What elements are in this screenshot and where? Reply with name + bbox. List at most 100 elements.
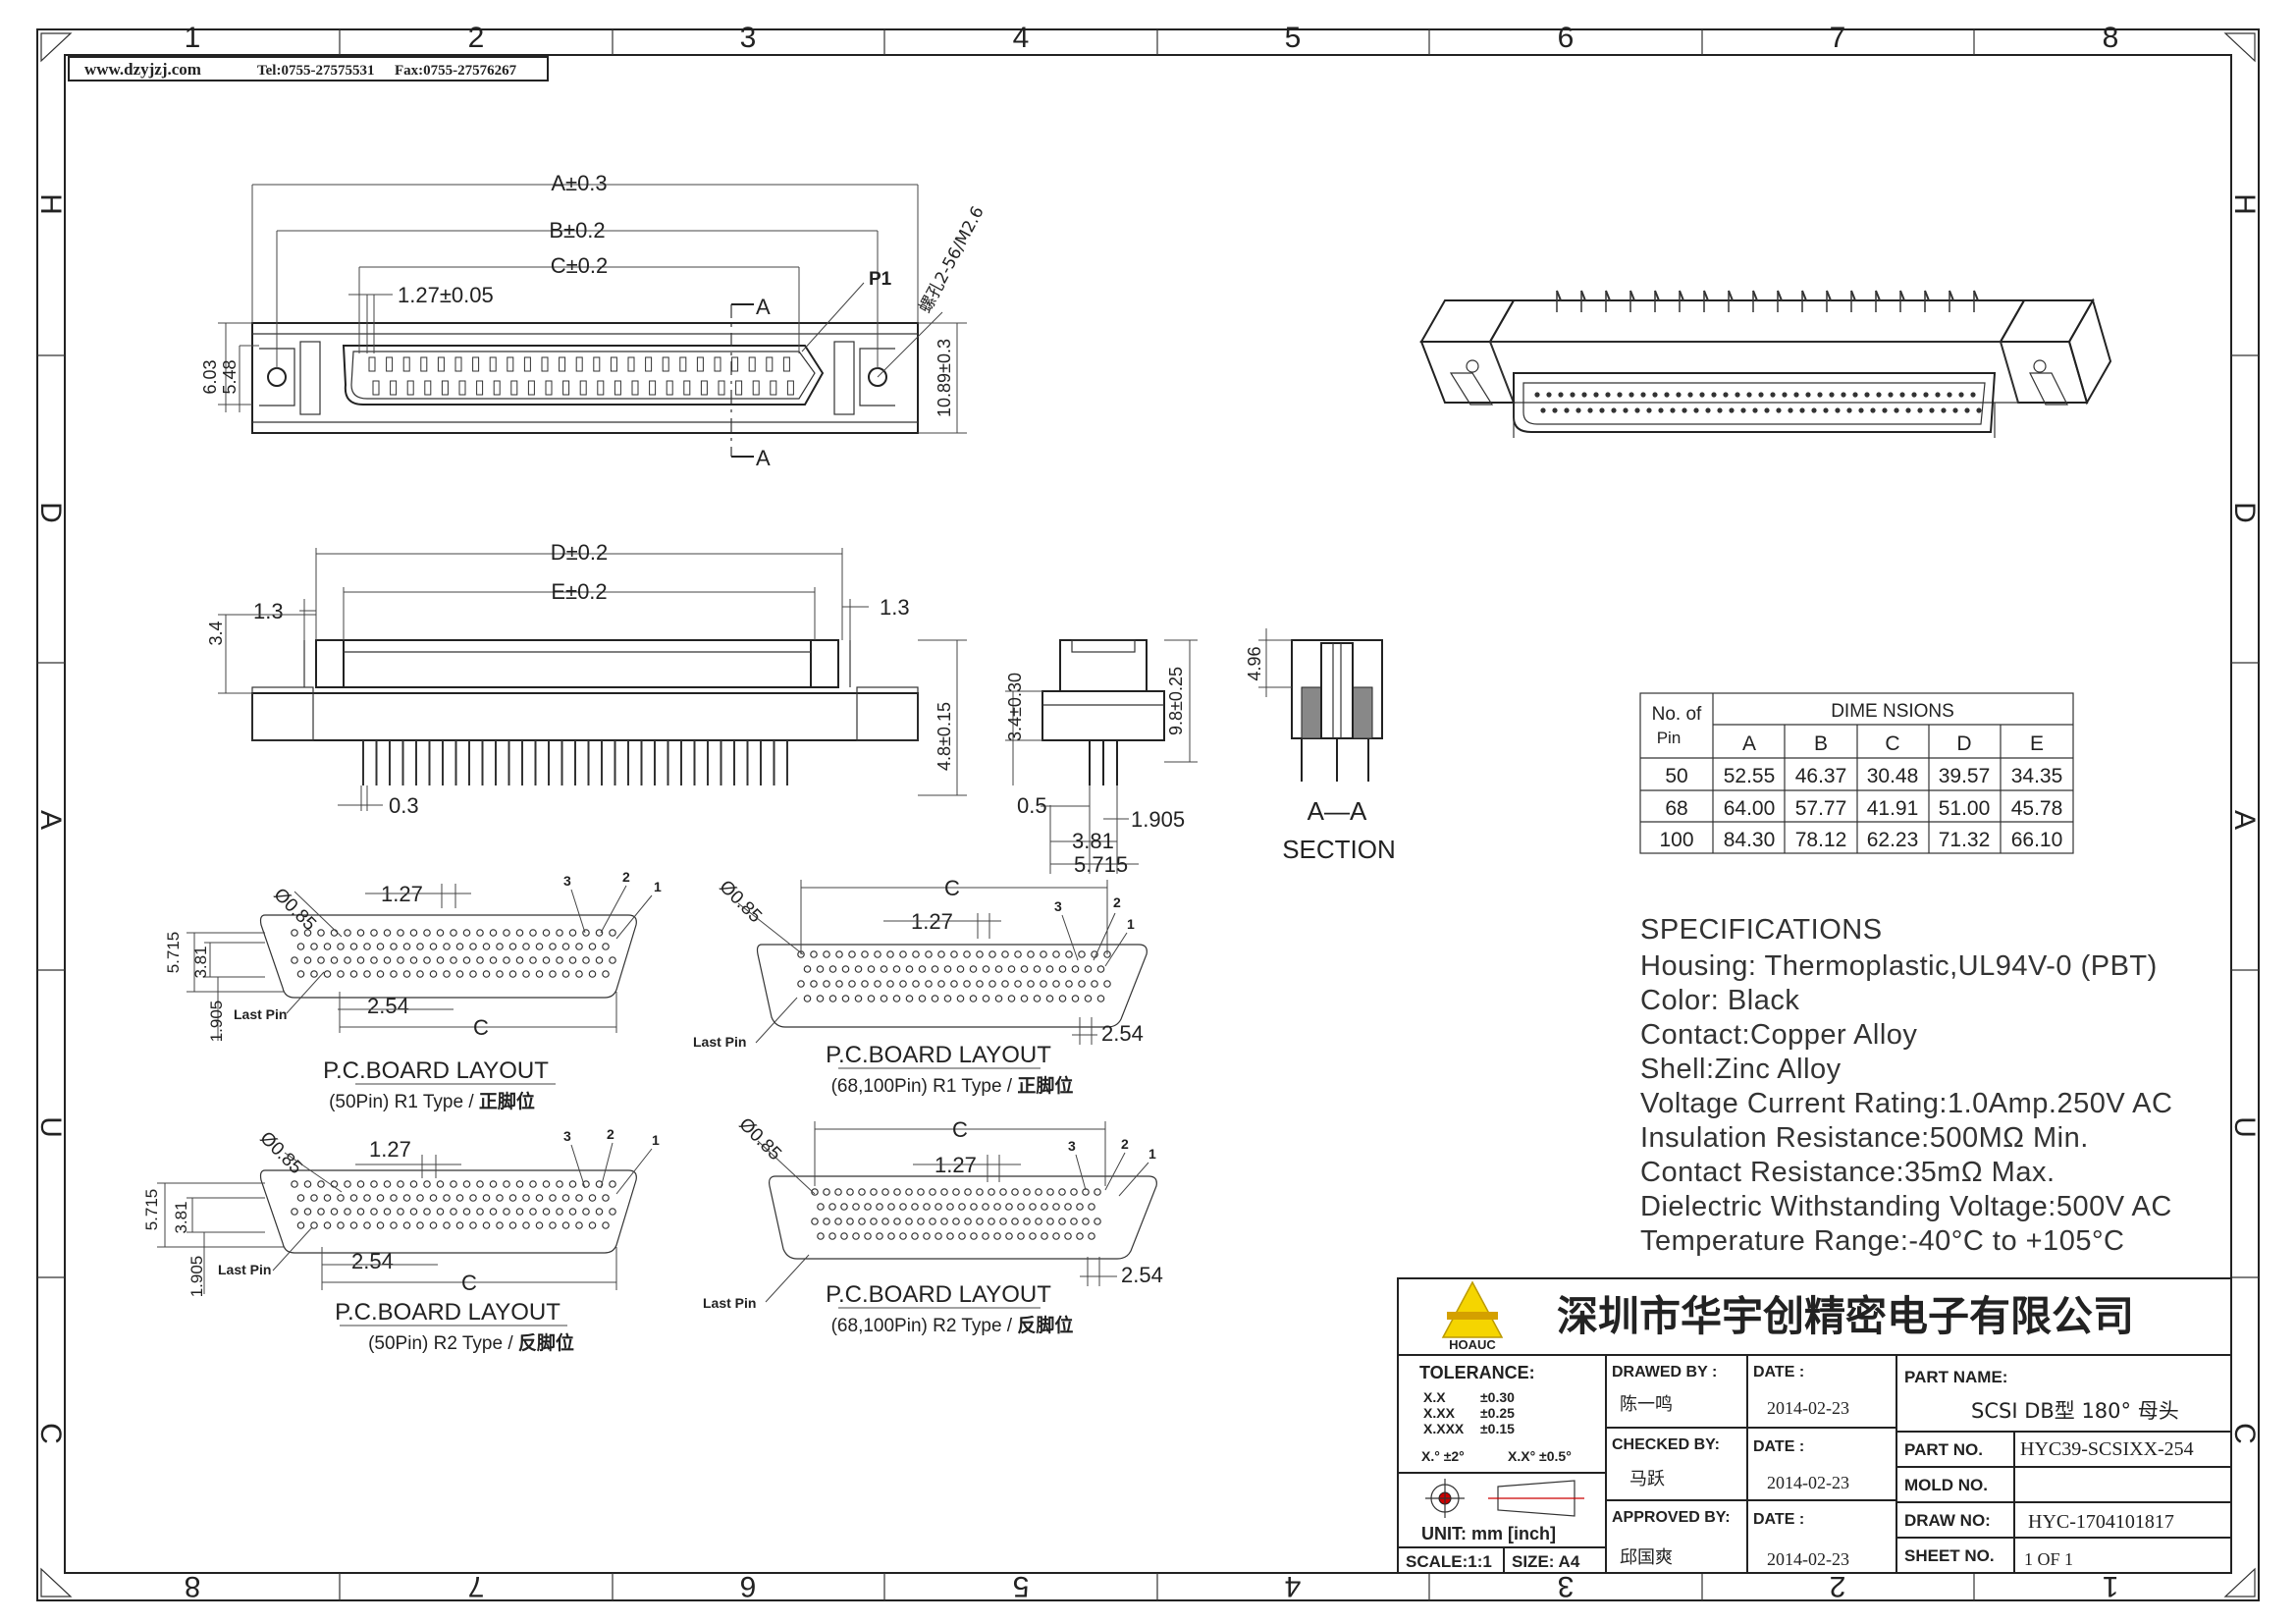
pcb-hole [861, 980, 869, 988]
pcb-hole [1011, 1218, 1019, 1225]
title-block: HOAUC 深圳市华宇创精密电子有限公司 TOLERANCE: X.X ±0.3… [1397, 1277, 2232, 1574]
pcb-hole [937, 980, 945, 988]
pcb-hole [828, 1232, 836, 1240]
pcb-hole [330, 1208, 339, 1216]
pcb-hole [416, 943, 424, 950]
front-view-contacts [368, 356, 794, 396]
pcb-hole [436, 956, 445, 964]
contact-dot [1558, 392, 1564, 398]
table-cell: 64.00 [1724, 797, 1776, 820]
contact-slot [406, 380, 414, 396]
pcb-hole [443, 1194, 451, 1202]
pcb-hole [1052, 1232, 1060, 1240]
pcb-hole [609, 1180, 616, 1188]
pcb-hole [1020, 965, 1029, 973]
pcb-hole [1045, 995, 1054, 1002]
pcb-hole [1033, 995, 1041, 1002]
pcb-hole [595, 1208, 604, 1216]
pcb3-pitch-x: 1.27 [369, 1137, 411, 1162]
pcb-hole [455, 943, 464, 950]
contact-dot [1970, 392, 1976, 398]
contact-dot [1593, 392, 1599, 398]
pcb4-holes [811, 1188, 1101, 1240]
contact-slot [593, 356, 601, 372]
contact-dot [1711, 392, 1717, 398]
end-dim-d1: 0.5 [1017, 793, 1047, 818]
contact-slot [441, 380, 449, 396]
table-cell: 71.32 [1939, 829, 1991, 851]
pcb-hole [874, 950, 881, 958]
spec-line: Contact:Copper Alloy [1640, 1019, 1917, 1051]
pcb2-subtitle: (68,100Pin) R1 Type / 正脚位 [831, 1074, 1074, 1097]
end-view: 3.4±0.30 9.8±0.25 0.5 1.905 3.81 5.715 [1005, 639, 1198, 877]
pcb-hole [934, 1203, 942, 1211]
contact-slot [782, 356, 790, 372]
table-cell: 46.37 [1795, 765, 1847, 787]
contact-dot [1611, 407, 1617, 413]
pcb-hole [1078, 950, 1086, 958]
pcb-hole [911, 1203, 919, 1211]
pcb-hole [556, 1180, 563, 1188]
pcb-hole [899, 980, 907, 988]
pcb-hole [835, 950, 843, 958]
pcb1-subtitle-prefix: (50Pin) R1 Type / [329, 1092, 479, 1112]
contact-slot [579, 380, 587, 396]
contact-dot [1823, 407, 1829, 413]
pcb-hole [436, 1208, 445, 1216]
pcb-hole [797, 980, 805, 988]
pcb-hole [1103, 980, 1111, 988]
table-cell: 39.57 [1939, 765, 1991, 787]
contact-dot [1911, 392, 1917, 398]
contact-slot [559, 356, 566, 372]
contact-dot [1534, 392, 1540, 398]
pcb1-pin-1: 1 [654, 879, 662, 894]
pcb3-row-h3: 1.905 [187, 1256, 206, 1298]
front-height-outer: 6.03 [200, 359, 220, 394]
pcb-hole [363, 1221, 371, 1229]
pcb-hole [402, 1194, 411, 1202]
pcb-hole [609, 929, 616, 937]
contact-dot [1923, 392, 1929, 398]
pcb2-pin-2: 2 [1113, 894, 1121, 910]
pcb-hole [911, 1232, 919, 1240]
pcb-hole [595, 956, 604, 964]
contact-dot [1587, 407, 1593, 413]
pcb-hole [1005, 1203, 1013, 1211]
pcb-hole [846, 1218, 854, 1225]
contact-dot [1799, 407, 1805, 413]
contact-slot [748, 356, 756, 372]
pcb-hole [535, 943, 544, 950]
pcb-hole [905, 1188, 913, 1196]
pcb-hole [841, 965, 850, 973]
pcb2-subtitle-cn: 正脚位 [1017, 1074, 1073, 1097]
contact-dot [1817, 392, 1823, 398]
pcb-hole [940, 1218, 948, 1225]
approved-by-value: 邱国爽 [1620, 1547, 1673, 1568]
contact-dot [1676, 392, 1682, 398]
pcb-hole [810, 950, 818, 958]
pcb-hole [931, 965, 939, 973]
pcb-hole [958, 1203, 966, 1211]
contact-slot [472, 356, 480, 372]
pcb3-pitch-y: 2.54 [351, 1249, 394, 1273]
pcb-hole [854, 995, 863, 1002]
pcb-hole [508, 1221, 517, 1229]
pcb-hole [876, 1232, 883, 1240]
pcb-hole [950, 980, 958, 988]
zone-row-left-u: U [34, 1116, 67, 1138]
company-logo: HOAUC [1441, 1280, 1504, 1352]
iso-view-pins [1534, 290, 1982, 413]
side-view-pins [362, 740, 788, 785]
contact-slot [610, 356, 617, 372]
part-no-value: HYC39-SCSIXX-254 [2020, 1438, 2194, 1460]
pcb-hole [952, 1218, 960, 1225]
pcb-hole [880, 965, 888, 973]
spec-title: SPECIFICATIONS [1640, 914, 1883, 946]
pcb-hole [840, 1203, 848, 1211]
contact-slot [662, 356, 669, 372]
contact-dot [1793, 392, 1799, 398]
contact-dot [1717, 407, 1723, 413]
contact-slot [770, 380, 777, 396]
pcb-hole [476, 956, 484, 964]
section-mark-bottom: A [756, 446, 771, 470]
